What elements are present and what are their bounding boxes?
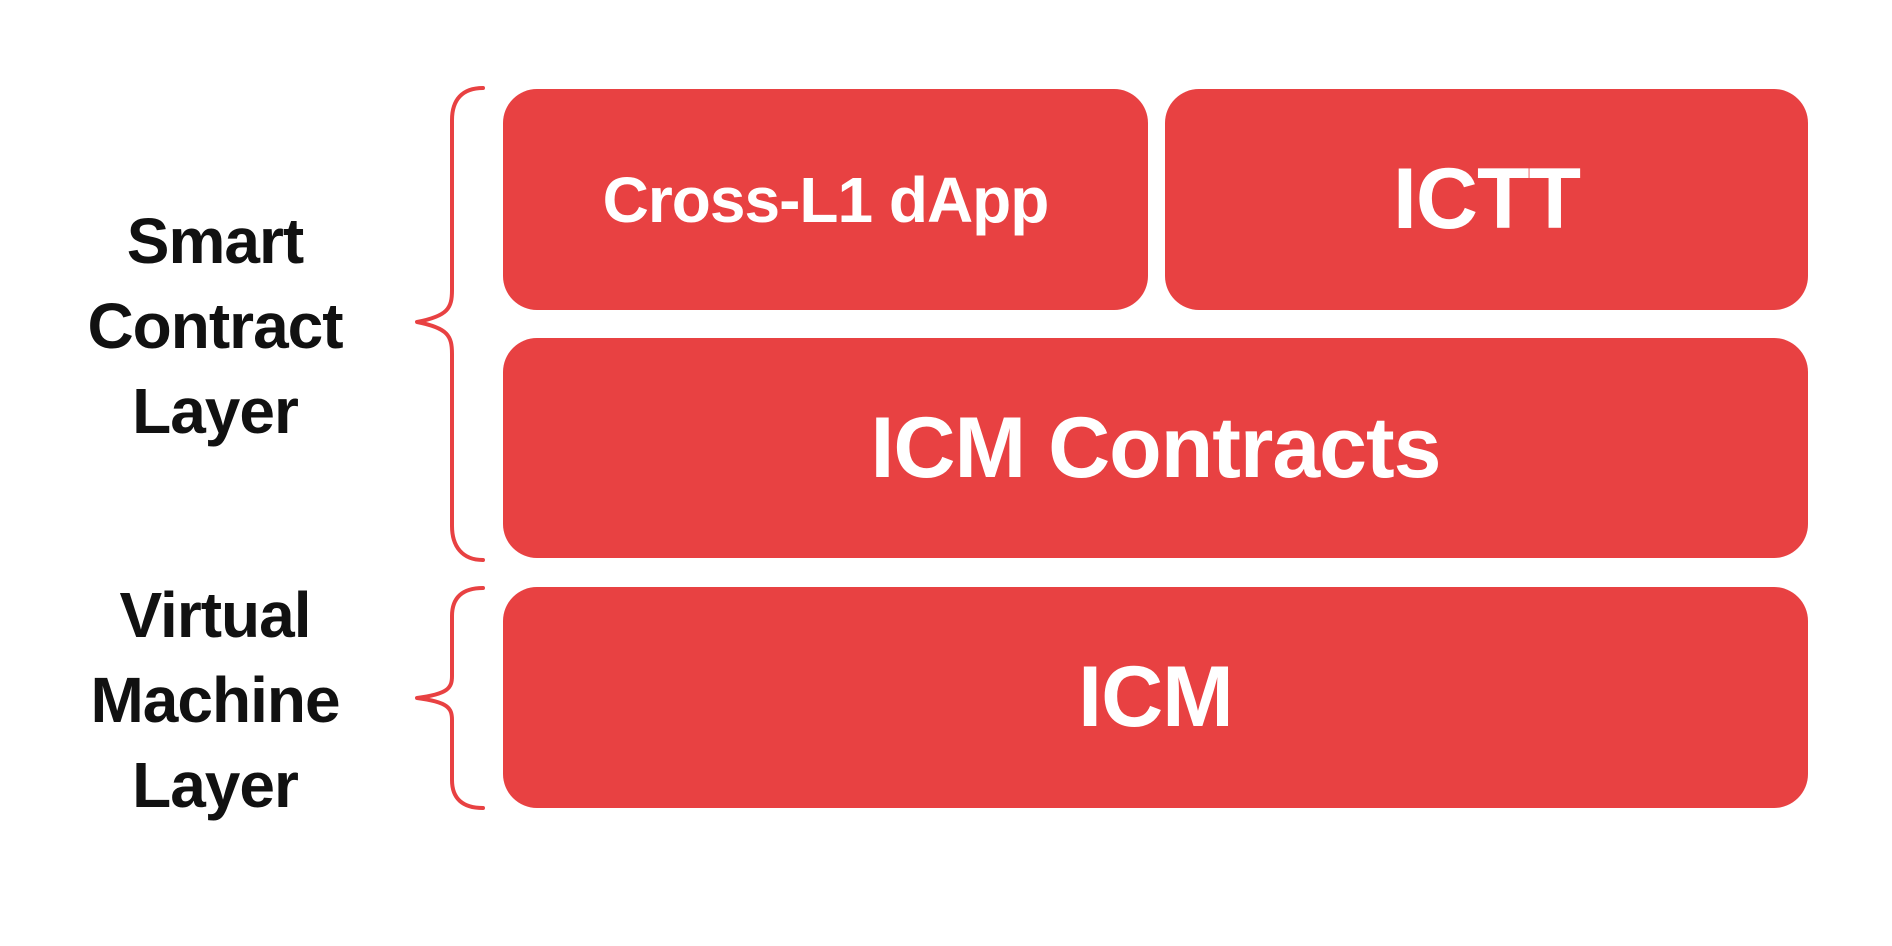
label-line: Virtual bbox=[119, 579, 312, 651]
box-label-icm-contracts: ICM Contracts bbox=[870, 399, 1442, 496]
box-icm: ICM bbox=[503, 587, 1808, 808]
curly-brace-virtual-machine-icon bbox=[415, 586, 485, 810]
box-cross-l1-dapp: Cross-L1 dApp bbox=[503, 89, 1148, 310]
label-line: Contract bbox=[87, 290, 343, 362]
box-label-cross-l1-dapp: Cross-L1 dApp bbox=[602, 163, 1050, 236]
curly-brace-smart-contract-icon bbox=[415, 86, 485, 562]
box-label-icm: ICM bbox=[1078, 649, 1234, 745]
label-line: Machine bbox=[90, 664, 340, 736]
box-label-ictt: ICTT bbox=[1392, 151, 1581, 247]
box-icm-contracts: ICM Contracts bbox=[503, 338, 1808, 558]
layer-label-smart-contract: Smart Contract Layer bbox=[20, 199, 410, 454]
box-ictt: ICTT bbox=[1165, 89, 1808, 310]
label-line: Smart bbox=[126, 205, 304, 277]
label-line: Layer bbox=[132, 375, 299, 447]
layer-label-virtual-machine: Virtual Machine Layer bbox=[20, 573, 410, 828]
label-line: Layer bbox=[132, 749, 299, 821]
